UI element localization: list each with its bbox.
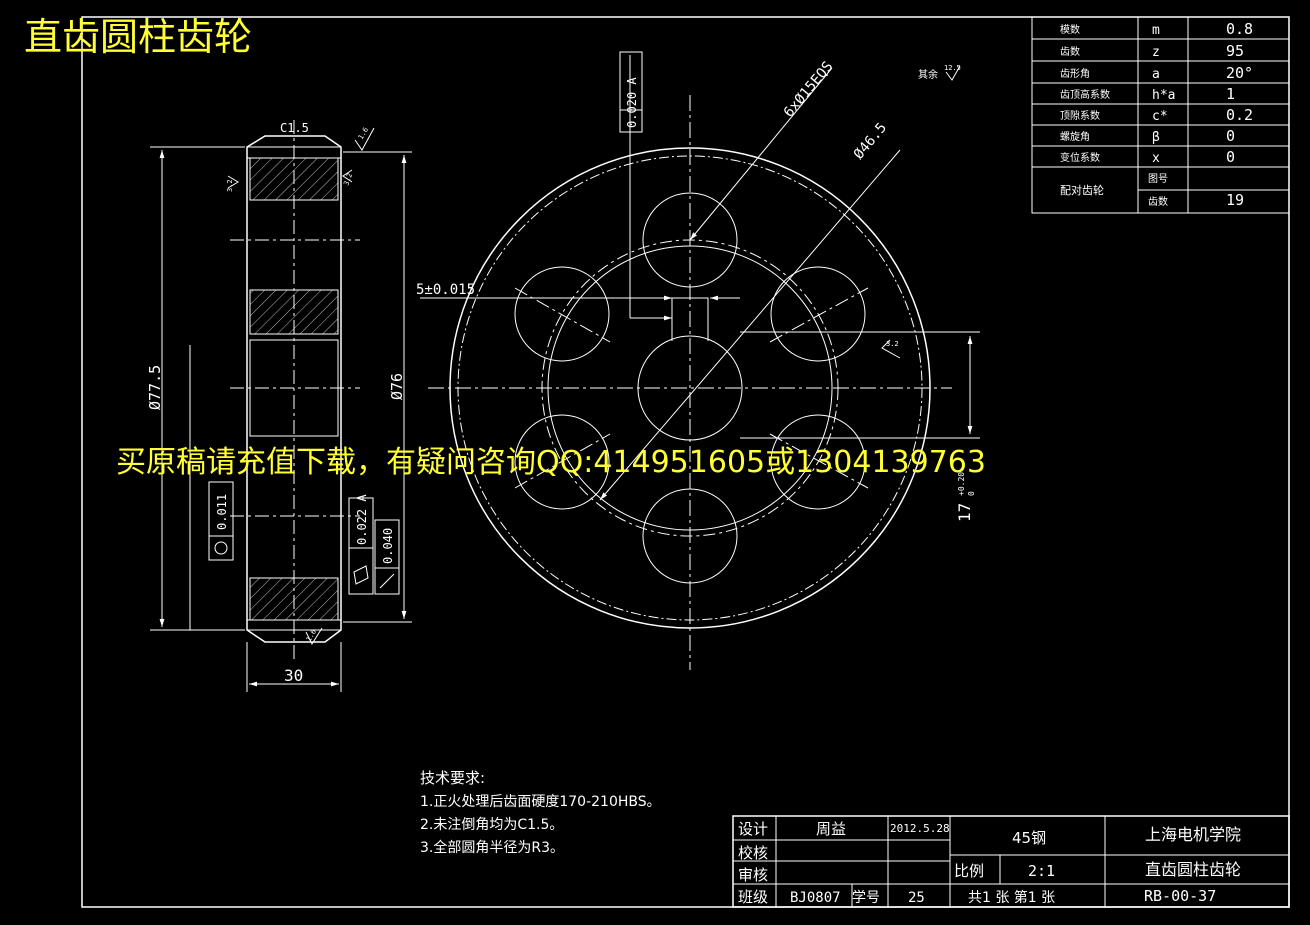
roughness-label: 3.2 [342,172,354,187]
param-symbol: h*a [1152,88,1175,103]
diameter-dim: Ø77.5 [146,365,164,410]
mating-drawing-no-label: 图号 [1148,173,1168,185]
tolerance-value: 0.022 A [355,494,369,545]
watermark-text: 买原稿请充值下载，有疑问咨询QQ:414951605或1304139763 [116,445,986,480]
param-value: 0.2 [1226,106,1253,124]
hub-tolerance: +0.20 [957,472,966,496]
param-symbol: z [1152,45,1160,60]
keyway-dim: 5±0.015 [416,282,475,298]
technical-notes: 技术要求: 1.正火处理后齿面硬度170-210HBS。 2.未注倒角均为C1.… [420,769,661,856]
title-block [732,815,1290,908]
review-label: 审核 [738,866,768,884]
param-symbol: a [1152,67,1160,82]
mating-teeth: 19 [1226,191,1244,209]
param-value: 0 [1226,127,1235,145]
note-line: 3.全部圆角半径为R3。 [420,839,564,856]
material: 45钢 [1012,829,1046,847]
designer-name: 周益 [816,820,846,838]
student-no-label: 学号 [852,890,880,906]
diameter-dim: Ø76 [388,373,406,400]
param-value: 0.8 [1226,20,1253,38]
design-date: 2012.5.28 [890,822,950,835]
holes-dim: 6xØ15EQS [781,59,837,121]
note-line: 2.未注倒角均为C1.5。 [420,817,563,833]
param-name: 变位系数 [1060,151,1100,164]
param-value: 1 [1226,85,1235,103]
student-no: 25 [908,890,925,906]
param-value: 0 [1226,148,1235,166]
drawing-frame [81,16,1290,908]
param-symbol: m [1152,23,1160,38]
class-value: BJ0807 [790,890,841,906]
param-name: 齿顶高系数 [1060,88,1110,101]
width-dim: 30 [284,666,303,685]
param-symbol: c* [1152,109,1168,124]
roughness-label: 3.2 [886,340,899,348]
scale-label: 比例 [954,862,984,880]
drawing-number: RB-00-37 [1144,887,1216,905]
note-line: 1.正火处理后齿面硬度170-210HBS。 [420,794,661,810]
sheet-count: 共1 张 第1 张 [968,889,1055,906]
parameter-table: 模数 m 0.8 齿数 z 95 齿形角 a 20° 齿顶高系数 h*a 1 顶… [1031,16,1290,214]
roughness-rest-label: 其余 [918,68,938,81]
param-name: 齿数 [1060,45,1080,58]
hub-dim: 17 [955,503,974,522]
chamfer-label: C1.5 [280,121,309,135]
param-name: 顶隙系数 [1060,109,1100,122]
front-view [420,51,980,670]
param-value: 95 [1226,42,1244,60]
param-name: 齿形角 [1060,68,1090,80]
roughness-label: 12.5 [944,64,961,72]
param-name: 模数 [1060,23,1080,36]
pcd-dim: Ø46.5 [851,120,890,163]
school-name: 上海电机学院 [1145,825,1241,844]
param-symbol: β [1152,130,1160,145]
section-view [150,120,412,692]
param-symbol: x [1152,151,1160,166]
part-name: 直齿圆柱齿轮 [1145,860,1241,879]
hub-tolerance-low: 0 [967,491,976,496]
drawing-title: 直齿圆柱齿轮 [24,15,252,59]
tolerance-value: 0.011 [215,494,229,530]
tolerance-value: 0.040 [381,528,395,564]
class-label: 班级 [738,888,768,906]
scale-value: 2:1 [1028,862,1055,880]
check-label: 校核 [738,844,768,862]
mating-teeth-label: 齿数 [1148,195,1168,208]
param-value: 20° [1226,64,1253,82]
tolerance-value: 0.020 A [625,77,639,128]
param-name: 螺旋角 [1060,130,1090,143]
notes-heading: 技术要求: [420,769,485,787]
design-label: 设计 [738,820,768,838]
roughness-label: 3.2 [226,179,234,192]
mating-gear-label: 配对齿轮 [1060,183,1104,197]
